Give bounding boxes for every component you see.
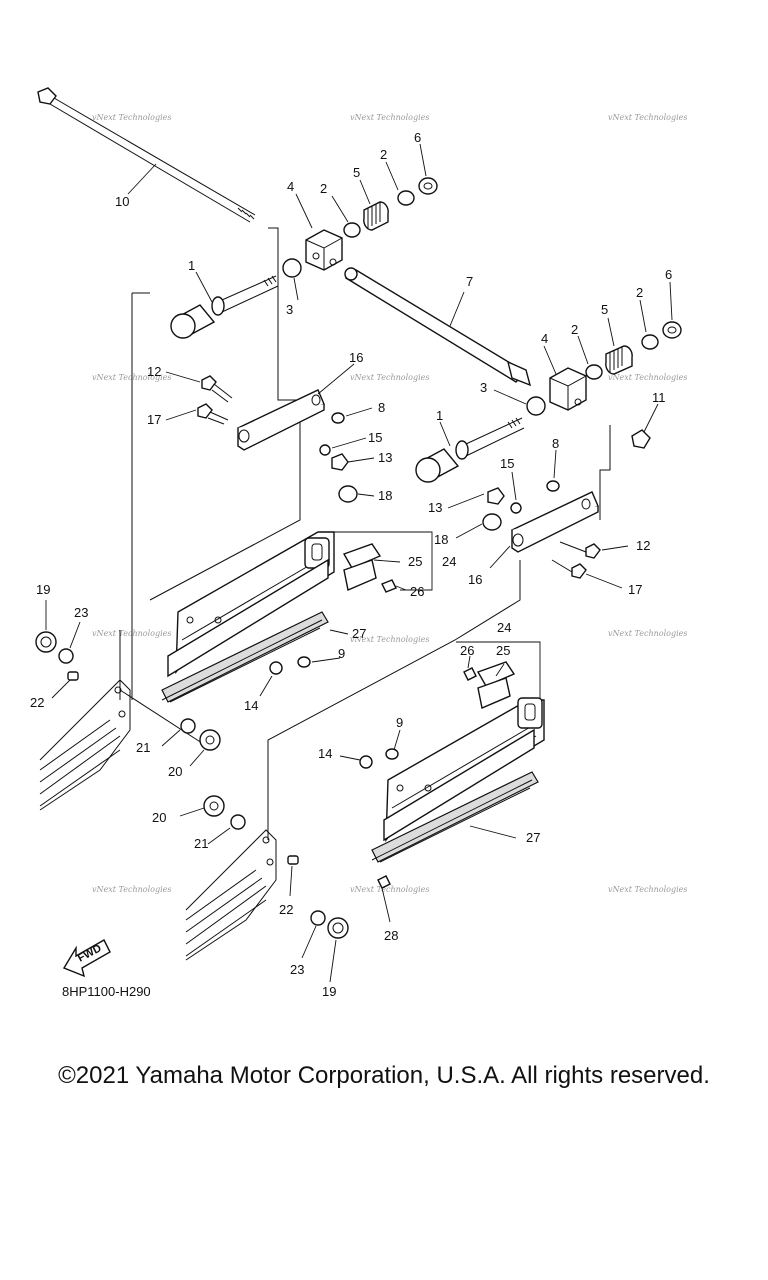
watermark-text: vNext Technologies: [350, 635, 429, 644]
callout-17: 17: [628, 582, 642, 597]
callout-2: 2: [636, 285, 643, 300]
callout-19: 19: [322, 984, 336, 999]
right-collar-stack: [526, 321, 682, 449]
upper-left-collar-stack: [305, 177, 438, 271]
pivot-pin-left: [170, 275, 279, 339]
drawing-code: 8HP1100-H290: [62, 984, 151, 999]
callout-4: 4: [541, 331, 548, 346]
callout-4: 4: [287, 179, 294, 194]
callout-13: 13: [378, 450, 392, 465]
watermark-text: vNext Technologies: [350, 373, 429, 382]
callout-15: 15: [500, 456, 514, 471]
callout-12: 12: [147, 364, 161, 379]
watermark-text: vNext Technologies: [608, 113, 687, 122]
watermark-text: vNext Technologies: [608, 629, 687, 638]
callout-5: 5: [353, 165, 360, 180]
leader-lines: [45, 143, 673, 983]
callout-2: 2: [571, 322, 578, 337]
callout-9: 9: [396, 715, 403, 730]
callout-3: 3: [480, 380, 487, 395]
callout-21: 21: [136, 740, 150, 755]
right-rail-assembly: [359, 661, 545, 889]
callout-21: 21: [194, 836, 208, 851]
callout-27: 27: [352, 626, 366, 641]
callout-1: 1: [436, 408, 443, 423]
right-arm-part: [482, 480, 601, 579]
watermark-text: vNext Technologies: [350, 113, 429, 122]
callout-3: 3: [286, 302, 293, 317]
callout-14: 14: [244, 698, 258, 713]
watermark-text: vNext Technologies: [608, 885, 687, 894]
callout-2: 2: [320, 181, 327, 196]
callout-22: 22: [279, 902, 293, 917]
callout-6: 6: [665, 267, 672, 282]
long-bolt-part: [37, 87, 256, 223]
callout-10: 10: [115, 194, 129, 209]
callout-22: 22: [30, 695, 44, 710]
callout-7: 7: [466, 274, 473, 289]
callout-13: 13: [428, 500, 442, 515]
callout-20: 20: [152, 810, 166, 825]
right-hull-side: [185, 795, 349, 961]
callout-23: 23: [290, 962, 304, 977]
watermark-text: vNext Technologies: [608, 373, 687, 382]
left-hull-side: [35, 631, 221, 811]
callout-20: 20: [168, 764, 182, 779]
callout-8: 8: [552, 436, 559, 451]
callout-12: 12: [636, 538, 650, 553]
watermark-text: vNext Technologies: [92, 113, 171, 122]
callout-18: 18: [434, 532, 448, 547]
callout-24: 24: [497, 620, 511, 635]
callout-16: 16: [349, 350, 363, 365]
watermark-text: vNext Technologies: [350, 885, 429, 894]
callout-23: 23: [74, 605, 88, 620]
pivot-pin-right: [415, 417, 525, 483]
shaft-part: [282, 258, 532, 387]
copyright-notice: ©2021 Yamaha Motor Corporation, U.S.A. A…: [58, 1062, 710, 1089]
callout-14: 14: [318, 746, 332, 761]
callout-8: 8: [378, 400, 385, 415]
watermark-text: vNext Technologies: [92, 885, 171, 894]
callout-28: 28: [384, 928, 398, 943]
callout-26: 26: [410, 584, 424, 599]
callout-25: 25: [408, 554, 422, 569]
callout-6: 6: [414, 130, 421, 145]
callout-19: 19: [36, 582, 50, 597]
callout-18: 18: [378, 488, 392, 503]
fwd-arrow-icon: FWD: [62, 939, 111, 978]
assembly-lines: [119, 227, 611, 840]
callout-27: 27: [526, 830, 540, 845]
callout-15: 15: [368, 430, 382, 445]
callout-9: 9: [338, 646, 345, 661]
callout-11: 11: [652, 390, 666, 405]
parts-diagram: vNext Technologies vNext Technologies vN…: [30, 87, 687, 999]
callout-25: 25: [496, 643, 510, 658]
left-arm-part: [197, 375, 358, 503]
callout-1: 1: [188, 258, 195, 273]
callout-24: 24: [442, 554, 456, 569]
callout-26: 26: [460, 643, 474, 658]
callout-2: 2: [380, 147, 387, 162]
callout-16: 16: [468, 572, 482, 587]
left-rail-assembly: [161, 531, 397, 703]
callout-17: 17: [147, 412, 161, 427]
callout-5: 5: [601, 302, 608, 317]
callouts: 10 4 2 5 2 6 1 3 7 6 2 5 2 4 16 12 17 8 …: [30, 130, 672, 999]
